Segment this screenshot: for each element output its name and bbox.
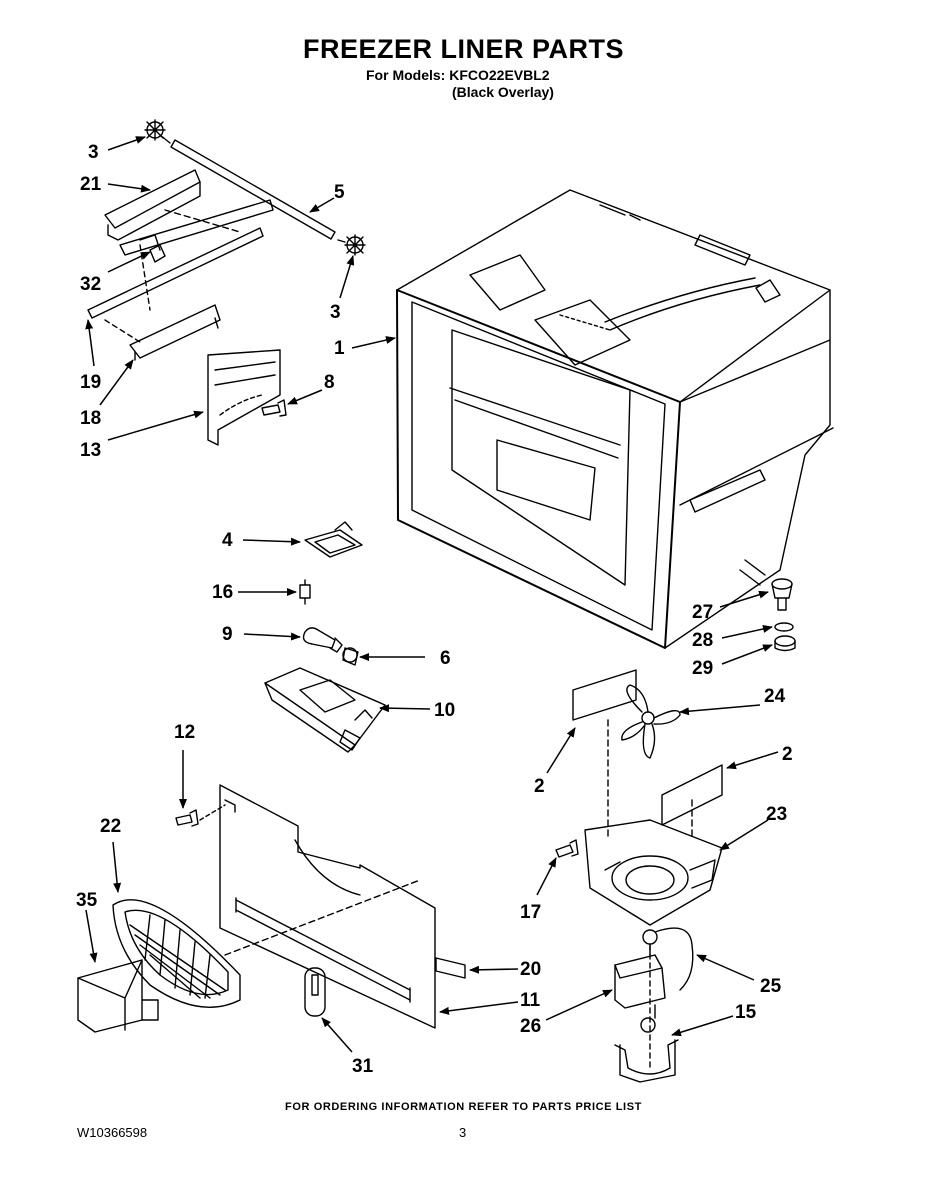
callout-label: 5: [334, 182, 345, 203]
fan-motor-assembly: [614, 927, 694, 1083]
callout-label: 15: [735, 1002, 757, 1023]
callout-label: 1: [334, 338, 345, 359]
callout-label: 35: [76, 890, 98, 911]
callout-label: 9: [222, 624, 233, 645]
cover-box-part: [77, 959, 159, 1033]
callout-label: 8: [324, 372, 335, 393]
models-line: For Models: KFCO22EVBL2: [366, 67, 550, 83]
callout-label: 22: [100, 816, 121, 837]
callout-label: 21: [80, 174, 102, 195]
screw-part-8: [261, 399, 287, 417]
callout-label: 25: [760, 976, 782, 997]
grille-part: [112, 899, 241, 1008]
switch-part: [299, 579, 311, 605]
light-bulb-part: [302, 627, 343, 653]
callout-label: 29: [692, 658, 713, 679]
socket-part: [342, 647, 359, 666]
washer-part-28: [774, 622, 794, 632]
callout-label: 20: [520, 959, 541, 980]
callout-label: 19: [80, 372, 101, 393]
overlay-line: (Black Overlay): [452, 84, 554, 100]
thermistor-part: [304, 967, 326, 1017]
screw-part-17: [555, 839, 579, 858]
callout-label: 13: [80, 440, 101, 461]
callout-label: 3: [330, 302, 341, 323]
callout-arrows: [85, 136, 779, 1053]
fan-shroud-part: [584, 819, 723, 926]
ordering-note: FOR ORDERING INFORMATION REFER TO PARTS …: [285, 1101, 642, 1113]
bracket-part: [207, 349, 281, 446]
evaporator-cover-part: [199, 784, 436, 1029]
callout-label: 4: [222, 530, 233, 551]
callout-label: 18: [80, 408, 101, 429]
callout-label: 24: [764, 686, 786, 707]
page-number: 3: [459, 1125, 467, 1140]
callout-label: 16: [212, 582, 233, 603]
slide-rail-assembly: [87, 169, 274, 361]
fan-blade-part: [621, 684, 681, 759]
freezer-liner-part: [396, 189, 834, 649]
callout-label: 27: [692, 602, 713, 623]
callout-label: 6: [440, 648, 451, 669]
callout-label: 3: [88, 142, 99, 163]
callout-label: 2: [534, 776, 545, 797]
gear-part-right: [337, 234, 366, 256]
callout-label: 28: [692, 630, 713, 651]
seal-strip-part: [435, 957, 466, 979]
callout-label: 31: [352, 1056, 374, 1077]
document-number: W10366598: [77, 1125, 148, 1140]
callout-label: 32: [80, 274, 101, 295]
screw-part-12: [175, 809, 199, 827]
callout-label: 11: [520, 990, 541, 1011]
callout-labels: 3 21 5 32 3 1 19 8 18 13 4 16 9 6 10 27 …: [76, 142, 793, 1077]
callout-label: 17: [520, 902, 541, 923]
light-housing-cover-part: [304, 521, 363, 558]
callout-label: 12: [174, 722, 195, 743]
grommet-part-27: [771, 578, 793, 611]
tape-part-right: [661, 764, 723, 826]
model-info: For Models: KFCO22EVBL2 (Black Overlay): [366, 67, 554, 101]
callout-label: 2: [782, 744, 793, 765]
tape-part-left: [572, 669, 637, 721]
callout-label: 10: [434, 700, 455, 721]
gear-part-top: [144, 119, 171, 144]
callout-label: 23: [766, 804, 787, 825]
light-housing-part: [264, 667, 386, 753]
rod-part: [170, 139, 336, 240]
callout-label: 26: [520, 1016, 541, 1037]
bushing-part-29: [774, 635, 796, 652]
page-title: FREEZER LINER PARTS: [302, 34, 624, 64]
